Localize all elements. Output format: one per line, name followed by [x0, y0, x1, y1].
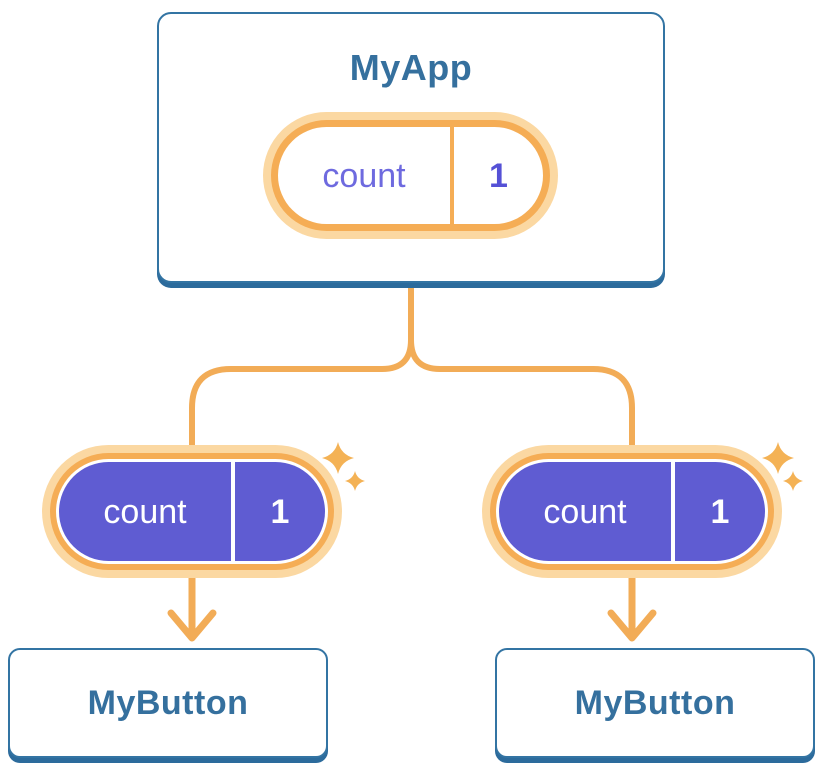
sparkle-icon: [345, 471, 365, 491]
pill-ring: count 1: [490, 453, 774, 570]
state-pill: count 1: [263, 112, 558, 239]
sparkle-icon: [322, 442, 354, 474]
prop-pill: count 1: [482, 445, 782, 578]
mybutton-card-left: MyButton: [8, 648, 328, 758]
sparkle-icon: [762, 442, 794, 474]
connector-tree: [189, 287, 635, 447]
prop-pill: count 1: [42, 445, 342, 578]
component-title: MyApp: [349, 47, 473, 88]
component-title: MyButton: [574, 684, 736, 722]
arrow-down-icon: [167, 574, 217, 642]
pill-ring: count 1: [271, 120, 550, 231]
component-title: MyButton: [87, 684, 249, 722]
pill-ring: count 1: [50, 453, 334, 570]
arrow-down-icon: [607, 574, 657, 642]
pill-value: 1: [710, 492, 730, 531]
pill-value: 1: [270, 492, 290, 531]
connector-branch-right: [408, 339, 635, 447]
pill-divider: [450, 127, 454, 224]
pill-label: count: [322, 156, 406, 195]
pill-gap: count 1: [496, 459, 768, 564]
pill-divider: [671, 462, 675, 561]
pill-label: count: [103, 492, 187, 531]
connector-branch-left: [189, 339, 414, 447]
pill-body: count 1: [59, 462, 325, 561]
sparkle-icon: [783, 471, 803, 491]
pill-gap: count 1: [56, 459, 328, 564]
pill-value: 1: [489, 156, 508, 195]
pill-divider: [231, 462, 235, 561]
pill-body: count 1: [278, 127, 543, 224]
mybutton-card-right: MyButton: [495, 648, 815, 758]
pill-label: count: [543, 492, 627, 531]
pill-body: count 1: [499, 462, 765, 561]
